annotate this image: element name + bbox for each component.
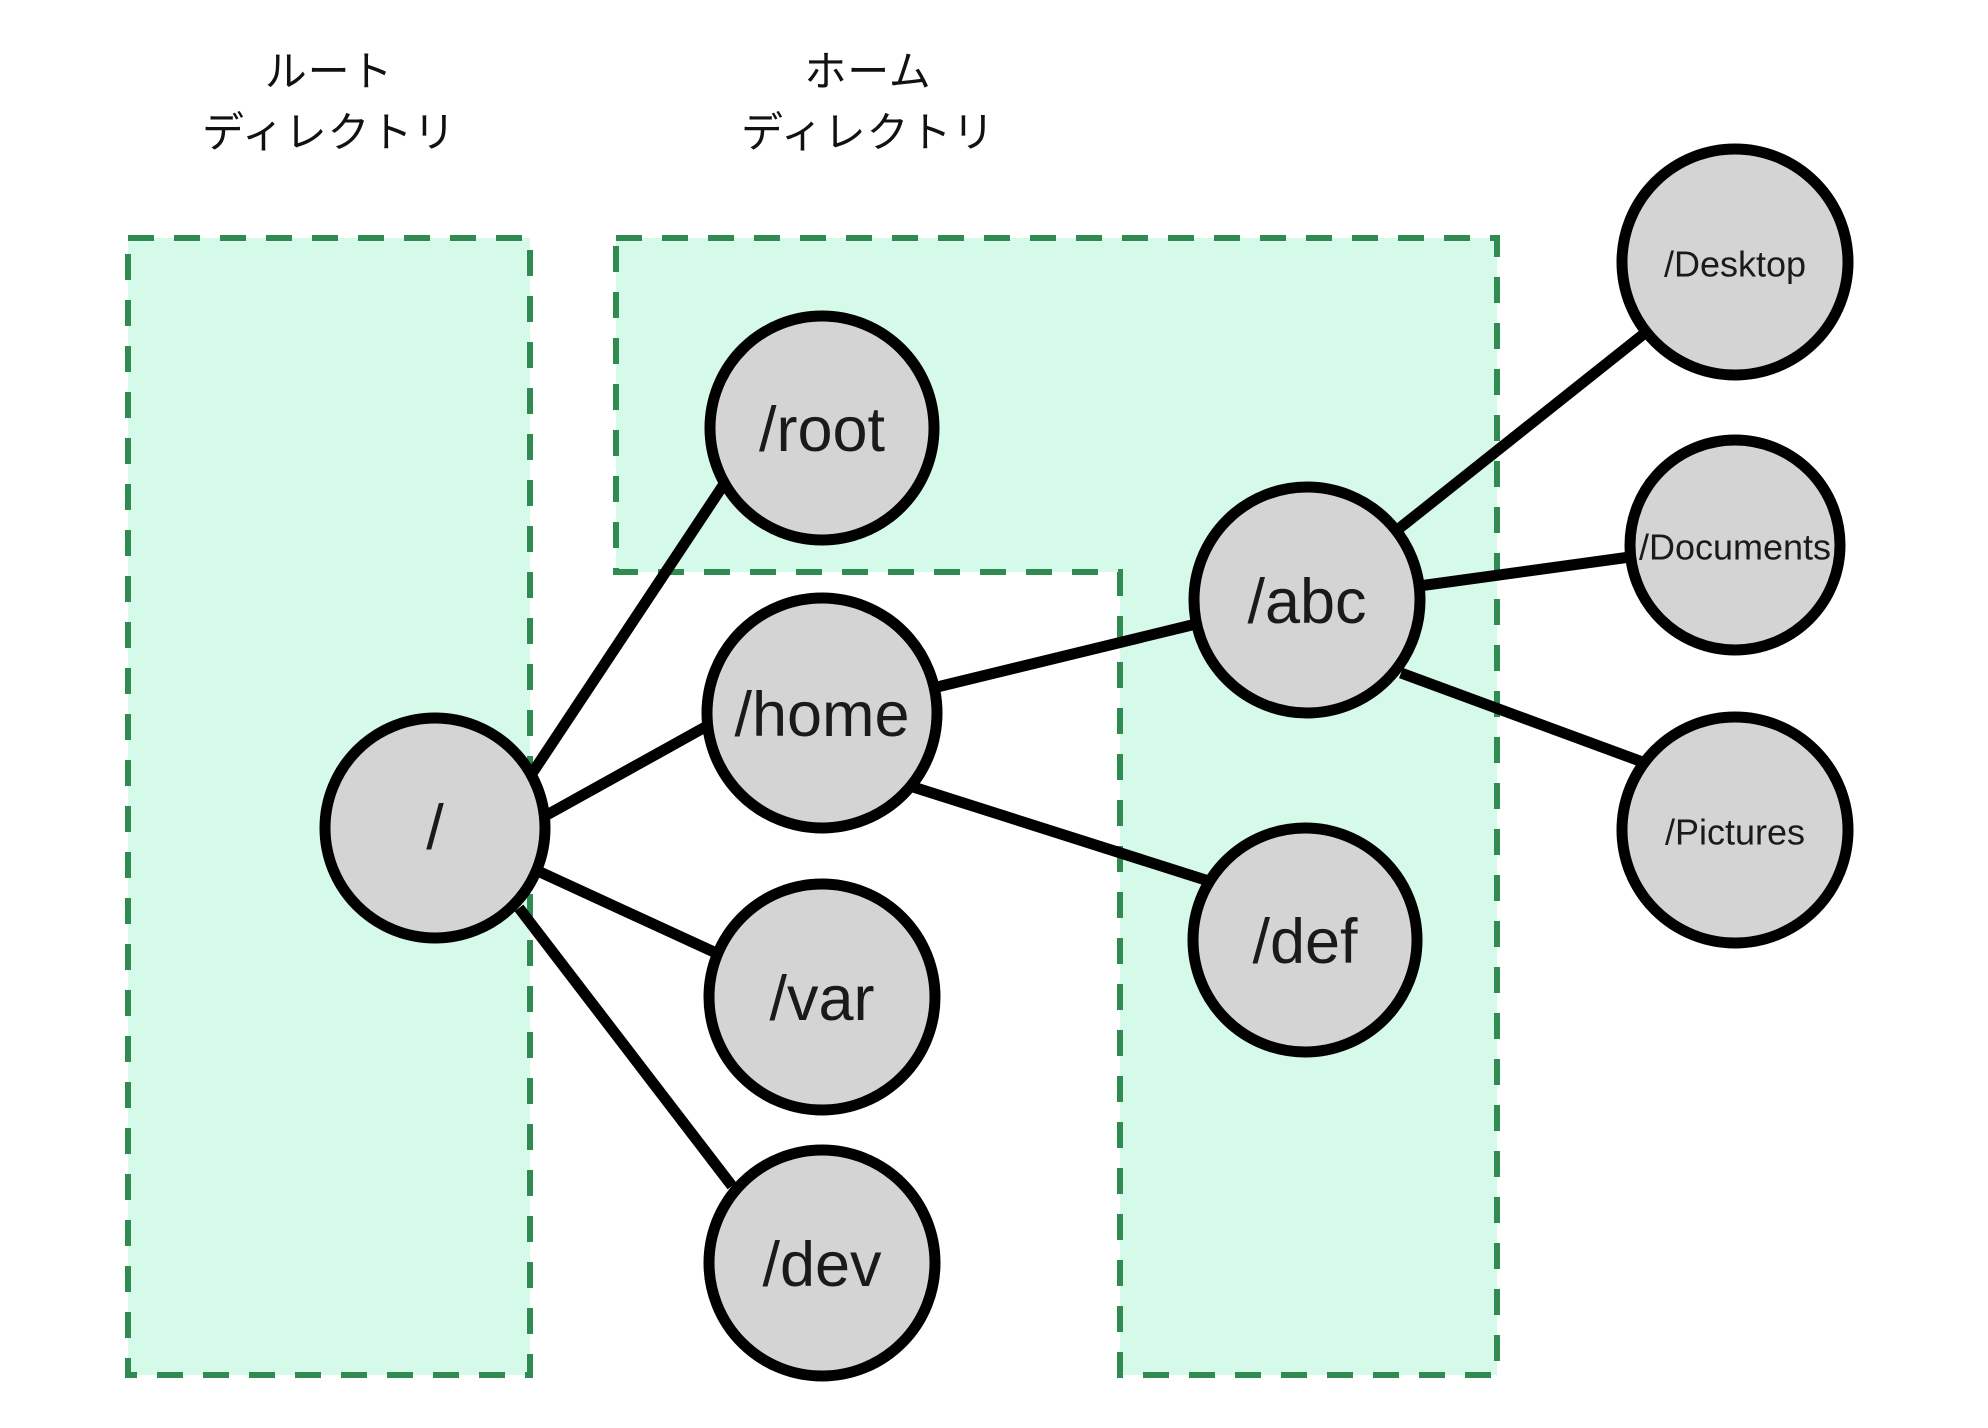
node-circle-root[interactable] — [319, 712, 551, 944]
node-circle-def[interactable] — [1187, 822, 1423, 1058]
node-label-documents: /Documents — [1639, 527, 1831, 568]
node-label-pictures: /Pictures — [1665, 812, 1805, 853]
node-root[interactable]: / — [319, 712, 551, 944]
node-rootdir[interactable]: /root — [704, 310, 940, 546]
node-pictures[interactable]: /Pictures — [1616, 711, 1854, 949]
node-label-var: /var — [769, 964, 874, 1034]
edge-root-to-var — [537, 867, 717, 957]
node-documents[interactable]: /Documents — [1624, 434, 1846, 656]
node-label-dev: /dev — [762, 1230, 882, 1300]
edge-root-to-dev — [514, 904, 737, 1190]
edge-abc-to-documents — [1418, 551, 1631, 592]
node-circle-pictures[interactable] — [1616, 711, 1854, 949]
node-label-rootdir: /root — [759, 395, 886, 465]
node-label-desktop: /Desktop — [1664, 244, 1806, 285]
node-dev[interactable]: /dev — [703, 1144, 941, 1382]
group-caption-root-directory: ルート ディレクトリ — [201, 48, 457, 156]
node-def[interactable]: /def — [1187, 822, 1423, 1058]
edge-home-to-def — [908, 780, 1217, 889]
edge-root-to-rootdir — [526, 477, 731, 779]
edge-root-to-home — [542, 721, 710, 821]
edges — [514, 328, 1650, 1190]
node-desktop[interactable]: /Desktop — [1616, 143, 1854, 381]
node-label-abc: /abc — [1247, 567, 1366, 637]
node-circle-documents[interactable] — [1624, 434, 1846, 656]
node-circle-desktop[interactable] — [1616, 143, 1854, 381]
node-circle-rootdir[interactable] — [704, 310, 940, 546]
node-label-def: /def — [1252, 907, 1358, 977]
node-label-home: /home — [734, 680, 909, 750]
node-circle-var[interactable] — [703, 878, 941, 1116]
node-circle-dev[interactable] — [703, 1144, 941, 1382]
node-home[interactable]: /home — [701, 592, 943, 834]
node-label-root: / — [426, 793, 444, 863]
node-var[interactable]: /var — [703, 878, 941, 1116]
group-caption-home-directory: ホーム ディレクトリ — [740, 48, 996, 156]
edge-abc-to-desktop — [1392, 328, 1649, 536]
edge-abc-to-pictures — [1399, 667, 1650, 770]
edge-home-to-abc — [931, 618, 1198, 694]
node-circle-home[interactable] — [701, 592, 943, 834]
node-circle-abc[interactable] — [1188, 481, 1426, 719]
node-abc[interactable]: /abc — [1188, 481, 1426, 719]
